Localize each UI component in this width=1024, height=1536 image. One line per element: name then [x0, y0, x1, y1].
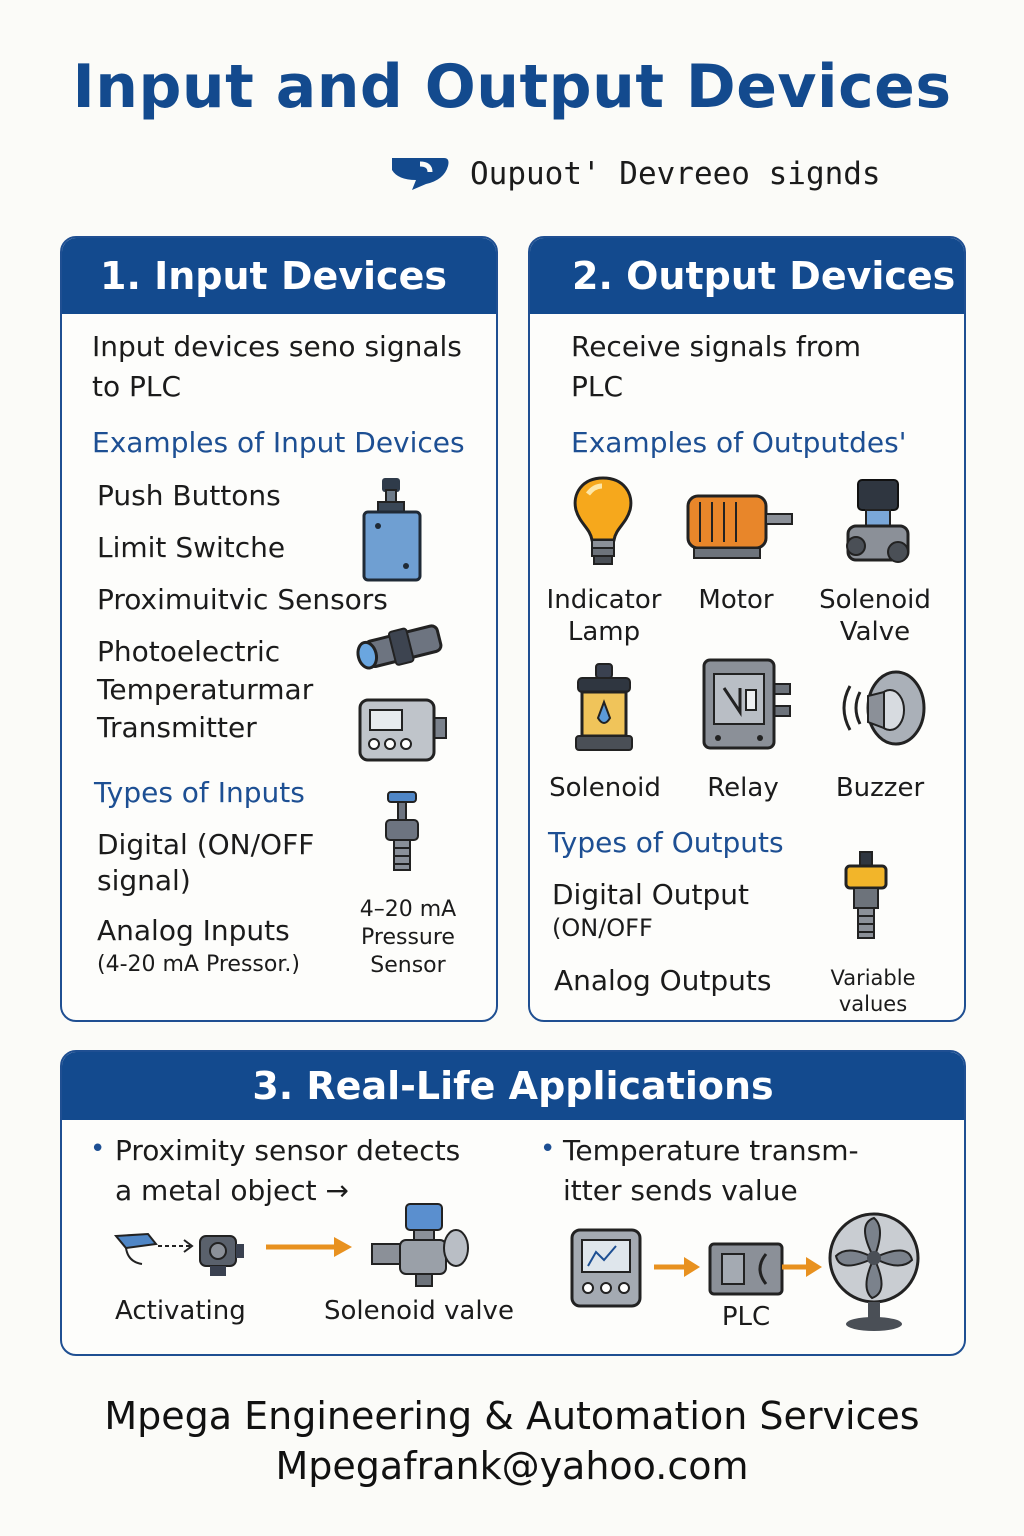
- input-analog-label: Analog Inputs: [97, 914, 290, 947]
- solenoid-valve-icon: [842, 476, 914, 584]
- input-examples-heading: Examples of Input Devices: [92, 426, 465, 459]
- input-panel-heading: 1. Input Devices: [62, 238, 496, 314]
- solenoid-icon: [570, 662, 638, 762]
- output-analog-label: Analog Outputs: [554, 964, 772, 997]
- output-device-label: Indicator: [546, 585, 662, 615]
- input-digital-line-1: Digital (ON/OFF: [97, 828, 315, 861]
- input-example-item: Proximuitvic Sensors: [97, 583, 388, 616]
- pressure-sensor-icon: [376, 786, 428, 886]
- output-examples-heading: Examples of Outputdes': [571, 426, 907, 459]
- temperature-transmitter-icon: [356, 696, 450, 770]
- proximity-sensor-icon: [352, 618, 448, 678]
- sensor-caption-line: Sensor: [370, 953, 446, 978]
- input-example-item: Transmitter: [97, 711, 257, 744]
- app-caption-solenoid-valve: Solenoid valve: [324, 1296, 514, 1326]
- app-right-line-1: Temperature transm-: [563, 1134, 859, 1167]
- output-digital-line-1: Digital Output: [552, 878, 749, 911]
- orange-arrow-icon: [652, 1252, 704, 1286]
- bullet-dot: •: [540, 1134, 556, 1164]
- limit-switch-icon: [356, 476, 428, 590]
- output-device-label: Valve: [839, 617, 911, 647]
- motor-icon: [680, 488, 798, 572]
- app-left-line-2: a metal object →: [115, 1174, 350, 1207]
- app-caption-activating: Activating: [115, 1296, 246, 1326]
- app-left-line-1: Proximity sensor detects: [115, 1134, 461, 1167]
- input-analog-note: (4-20 mA Pressor.): [97, 952, 300, 977]
- subtitle-row: Oupuot' Devreeo signds: [386, 152, 881, 196]
- output-device-label: Solenoid: [549, 773, 661, 803]
- output-types-heading: Types of Outputs: [548, 826, 784, 859]
- orange-arrow-icon: [780, 1252, 826, 1286]
- proximity-sensor-small-icon: [196, 1224, 246, 1284]
- bullet-dot: •: [90, 1134, 106, 1164]
- temperature-transmitter-small-icon: [568, 1226, 646, 1314]
- fan-icon: [826, 1208, 922, 1340]
- input-example-item: Push Buttons: [97, 479, 281, 512]
- sensor-caption-line: Pressure: [361, 925, 455, 950]
- output-device-label: Solenoid: [819, 585, 931, 615]
- variable-caption-line: Variable: [830, 966, 916, 990]
- input-example-item: Temperaturmar: [97, 673, 314, 706]
- analog-output-icon: [840, 848, 892, 954]
- output-device-label: Buzzer: [835, 773, 925, 803]
- app-caption-plc: PLC: [721, 1302, 771, 1332]
- orange-arrow-icon: [262, 1232, 356, 1266]
- solenoid-valve-small-icon: [370, 1200, 474, 1294]
- speech-bubble-icon: [386, 150, 456, 198]
- input-intro-line-2: to PLC: [92, 370, 182, 403]
- relay-icon: [698, 656, 794, 760]
- output-intro-line-1: Receive signals from: [571, 330, 861, 363]
- output-device-label: Motor: [698, 585, 774, 615]
- input-types-heading: Types of Inputs: [94, 776, 305, 809]
- output-devices-panel: 2. Output Devices: [528, 236, 966, 1022]
- input-example-item: Photoelectric: [97, 635, 281, 668]
- input-example-item: Limit Switche: [97, 531, 286, 564]
- page-title: Input and Output Devices: [72, 52, 952, 122]
- app-right-line-2: itter sends value: [563, 1174, 798, 1207]
- input-intro-line-1: Input devices seno signals: [92, 330, 462, 363]
- output-device-label: Relay: [707, 773, 779, 803]
- subtitle-text: Oupuot' Devreeo signds: [470, 156, 881, 192]
- applications-panel: 3. Real-Life Applications: [60, 1050, 966, 1356]
- plc-icon: [706, 1240, 786, 1302]
- lamp-icon: [566, 474, 640, 578]
- variable-caption-line: values: [838, 992, 908, 1016]
- metal-object-icon: [112, 1226, 196, 1276]
- buzzer-icon: [832, 666, 932, 754]
- output-intro-line-2: PLC: [571, 370, 624, 403]
- output-device-label: Lamp: [567, 617, 641, 647]
- input-digital-line-2: signal): [97, 864, 191, 897]
- output-panel-heading: 2. Output Devices: [530, 238, 964, 314]
- footer-email[interactable]: Mpegafrank@yahoo.com: [275, 1444, 749, 1488]
- applications-heading: 3. Real-Life Applications: [62, 1052, 964, 1120]
- footer-company: Mpega Engineering & Automation Services: [104, 1394, 920, 1438]
- sensor-caption-line: 4–20 mA: [359, 897, 457, 922]
- output-digital-line-2: (ON/OFF: [552, 914, 653, 942]
